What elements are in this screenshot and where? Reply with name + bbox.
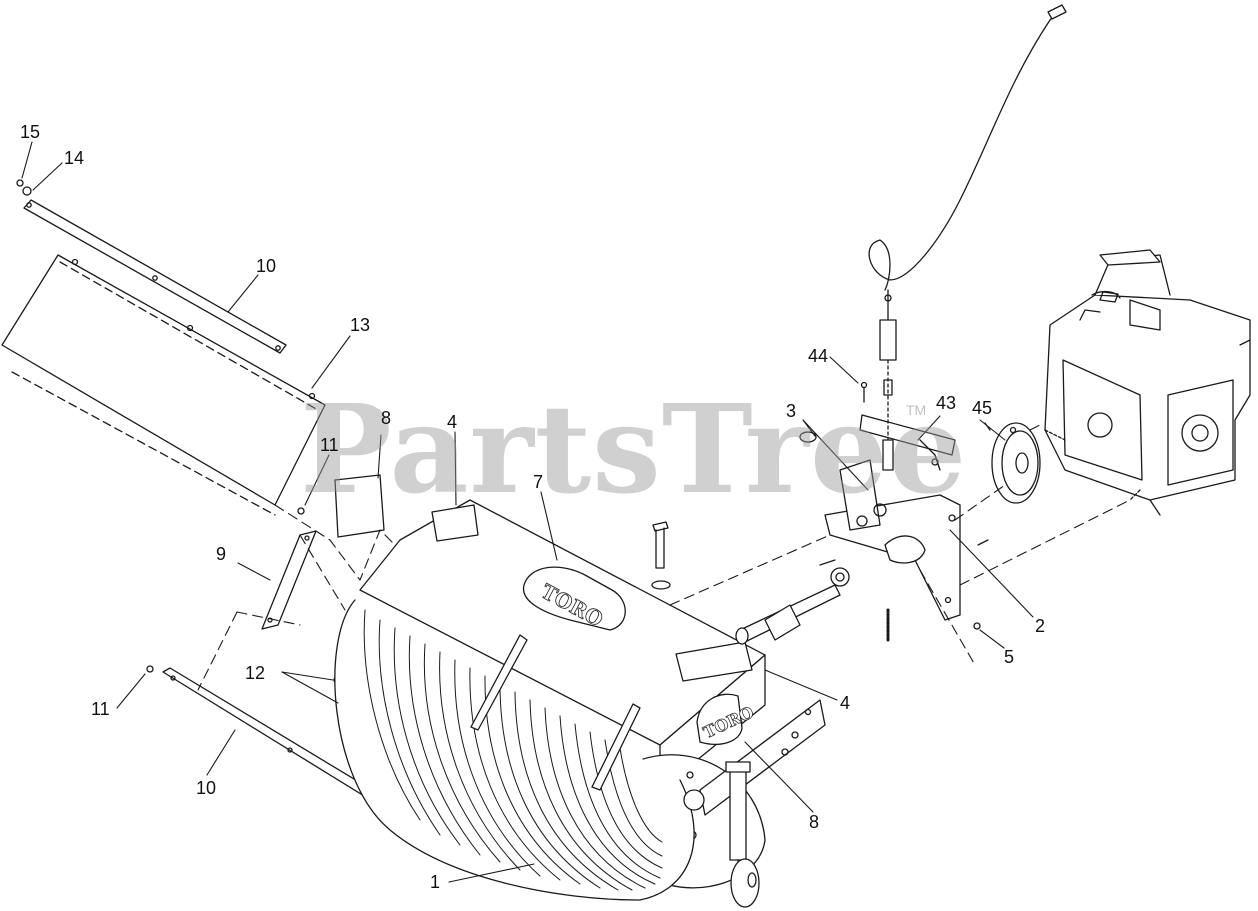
callout-10-top: 10: [256, 256, 277, 276]
key-3: [799, 431, 817, 443]
support-arm: [261, 530, 317, 630]
washer-14: [22, 186, 32, 196]
caster-wheel: [730, 858, 760, 908]
callout-44: 44: [808, 346, 829, 366]
upper-strap: [16, 179, 287, 354]
pulley-45: [984, 422, 1041, 504]
drive-shaft: [735, 559, 850, 645]
bracket-43: [859, 414, 956, 471]
callout-2: 2: [1035, 616, 1046, 636]
callout-10-low: 10: [196, 778, 217, 798]
assembly-lines-left: [197, 504, 411, 691]
callout-43: 43: [936, 393, 957, 413]
bolt-11-lower: [146, 665, 154, 673]
drive-mount: [824, 459, 961, 642]
decal-4-top: [431, 504, 479, 542]
center-bolt: [651, 521, 671, 590]
broom-housing: TORO TORO: [334, 499, 826, 908]
callout-7: 7: [533, 472, 544, 492]
callout-15: 15: [20, 122, 41, 142]
bolt-11-upper: [297, 507, 305, 515]
callout-8-right: 8: [809, 812, 820, 832]
bolt-2: [977, 539, 989, 546]
leader-lines: [21, 141, 1034, 883]
watermark-tm: TM: [906, 402, 927, 418]
callout-8-top: 8: [381, 408, 392, 428]
power-unit: [1044, 249, 1251, 516]
pin-44: [860, 381, 868, 403]
callout-11-low: 11: [91, 699, 110, 719]
bolt-15: [16, 179, 24, 187]
hood-shield: [1, 254, 326, 516]
callout-1: 1: [430, 872, 441, 892]
control-cable: [868, 4, 1067, 471]
callout-4-right: 4: [840, 693, 851, 713]
bolt-5: [973, 622, 981, 630]
callout-9: 9: [216, 544, 227, 564]
callout-12: 12: [245, 663, 266, 683]
callout-14: 14: [64, 148, 85, 168]
callout-4-top: 4: [447, 412, 458, 432]
callout-5: 5: [1004, 647, 1015, 667]
callout-13: 13: [350, 315, 371, 335]
callout-11-mid: 11: [320, 435, 339, 455]
callout-45: 45: [972, 398, 993, 418]
decal-8-loose: [334, 474, 385, 538]
watermark: PartsTree: [300, 377, 968, 521]
brush-bristles: [363, 609, 663, 891]
decal-4-front: [675, 641, 753, 682]
callout-3: 3: [786, 401, 797, 421]
